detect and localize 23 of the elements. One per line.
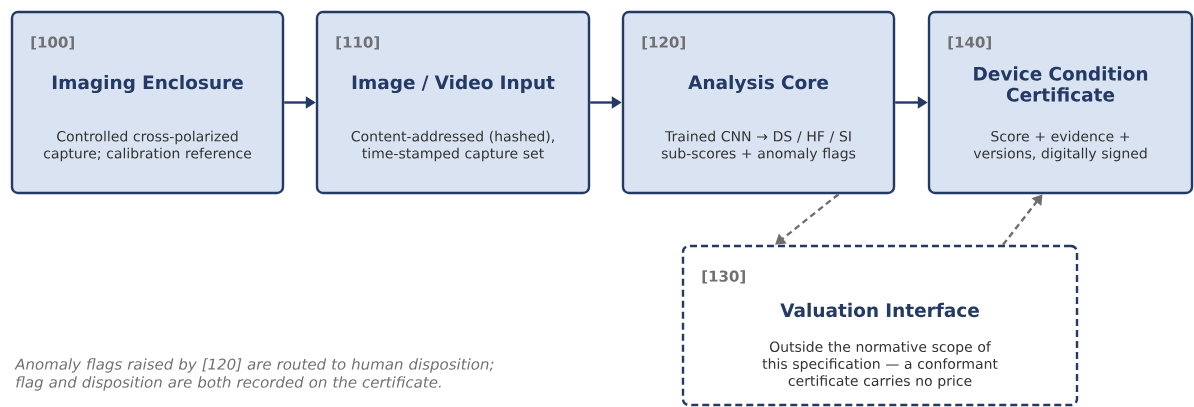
reference-number: [130] [702,270,745,284]
arrow [775,193,840,245]
reference-number: [120] [642,36,685,50]
box-title: Imaging Enclosure [52,74,243,94]
reference-number: [100] [31,36,74,50]
process-box [681,244,1079,407]
box-title: Image / Video Input [352,74,555,94]
box-title: Device Condition Certificate [974,66,1148,102]
box-description: Outside the normative scope of this specification — a conformant certificate carries no price [762,341,998,389]
box-description: Trained CNN → DS / HF / SI sub-scores + anomaly flags [661,130,856,162]
box-title: Analysis Core [688,74,829,94]
reference-number: [110] [336,36,379,50]
process-box [315,10,591,195]
reference-number: [140] [948,36,991,50]
process-box [10,10,285,195]
box-description: Controlled cross-polarized capture; calibration reference [44,130,252,162]
box-description: Score + evidence + versions, digitally signed [973,130,1147,162]
box-title: Valuation Interface [780,302,979,318]
process-box [621,10,896,195]
note: Anomaly flags raised by [120] are routed to human disposition; flag and disposition are both recorded on the certificate. [14,358,494,391]
box-description: Content-addressed (hashed), time-stamped capture set [351,130,554,162]
process-box [927,10,1194,195]
arrow [1002,194,1043,246]
